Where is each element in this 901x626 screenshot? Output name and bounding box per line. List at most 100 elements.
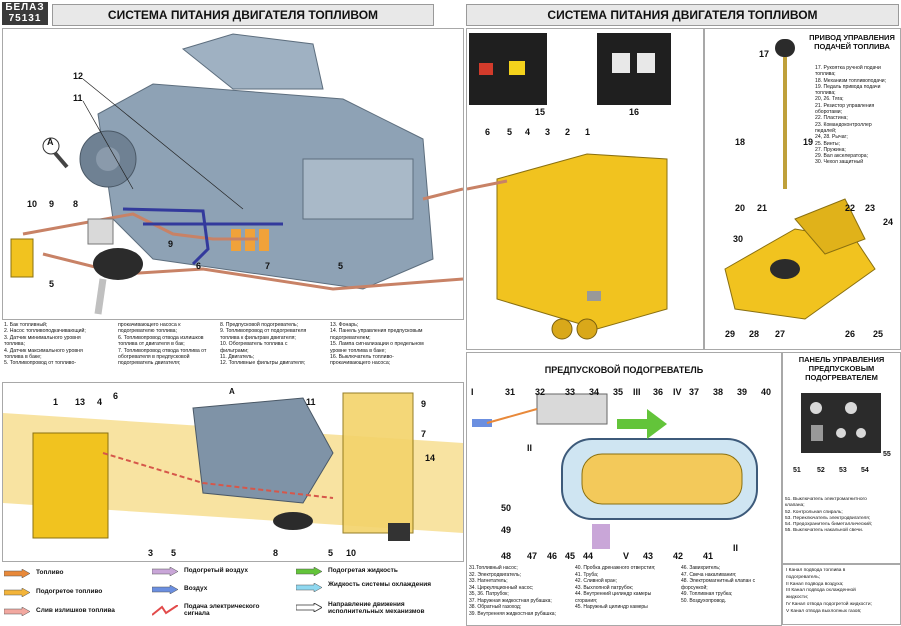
ph-callout-41: 41 bbox=[703, 551, 714, 561]
legend-col-4: 13. Фонарь; 14. Панель управления предпу… bbox=[330, 322, 424, 367]
pump-switch bbox=[637, 53, 655, 73]
drive-illustration bbox=[724, 39, 876, 320]
legend-heated-liquid: Подогретая жидкость bbox=[328, 567, 398, 574]
tank-callout-3: 3 bbox=[545, 127, 551, 137]
drive-panel: ПРИВОД УПРАВЛЕНИЯ ПОДАЧЕЙ ТОПЛИВА 17. Ру… bbox=[704, 28, 901, 350]
callout-5b: 5 bbox=[338, 261, 344, 271]
ph-callout-33: 33 bbox=[565, 387, 576, 397]
right-title: СИСТЕМА ПИТАНИЯ ДВИГАТЕЛЯ ТОПЛИВОМ bbox=[547, 8, 818, 22]
drive-callout-20: 20 bbox=[735, 203, 746, 213]
ph-callout-47: 47 bbox=[527, 551, 538, 561]
lower-callout-5b: 5 bbox=[328, 548, 334, 558]
legend-fuel: Топливо bbox=[36, 569, 64, 576]
exhaust-pipe bbox=[94, 278, 107, 315]
drive-callout-23: 23 bbox=[865, 203, 876, 213]
engine-illustration bbox=[10, 33, 464, 315]
ph-callout-36: 36 bbox=[653, 387, 664, 397]
engine-block bbox=[97, 83, 434, 290]
lower-callout-5: 5 bbox=[171, 548, 177, 558]
cp-callout-55: 55 bbox=[883, 451, 891, 458]
ph-callout-II: II bbox=[733, 543, 739, 553]
ph-callout-48: 48 bbox=[501, 551, 512, 561]
lower-callout-3: 3 bbox=[148, 548, 154, 558]
ph-callout-IV: IV bbox=[673, 387, 682, 397]
cp-callout-51: 51 bbox=[793, 467, 801, 474]
callout-9: 9 bbox=[49, 199, 55, 209]
ph-list-2: 40. Пробка дренажного отверстия; 41. Тру… bbox=[575, 565, 656, 610]
left-title: СИСТЕМА ПИТАНИЯ ДВИГАТЕЛЯ ТОПЛИВОМ bbox=[107, 8, 379, 22]
main-legend: 1. Бак топливный; 2. Насос топливоподкач… bbox=[2, 318, 462, 380]
lower-callout-10: 10 bbox=[346, 548, 357, 558]
belaz-logo: БЕЛАЗ 75131 bbox=[2, 2, 48, 25]
ph-callout-I: I bbox=[471, 387, 474, 397]
combustion-chamber bbox=[581, 453, 743, 505]
lower-callout-8: 8 bbox=[273, 548, 279, 558]
legend-col-3: 8. Предпусковой подогреватель; 9. Топлив… bbox=[220, 322, 307, 367]
drive-items: 17. Рукоятка ручной подачи топлива; 18. … bbox=[815, 65, 887, 166]
left-header: СИСТЕМА ПИТАНИЯ ДВИГАТЕЛЯ ТОПЛИВОМ bbox=[52, 4, 434, 26]
legend-col-1: 1. Бак топливный; 2. Насос топливоподкач… bbox=[4, 322, 86, 367]
ph-callout-32: 32 bbox=[535, 387, 546, 397]
ph-callout-II-b: II bbox=[527, 443, 533, 453]
magnetic-valve-switch bbox=[810, 402, 822, 414]
lower-callout-6: 6 bbox=[113, 391, 119, 401]
cp-callout-54: 54 bbox=[861, 467, 869, 474]
ph-callout-40: 40 bbox=[761, 387, 772, 397]
rear-frame bbox=[342, 392, 414, 534]
tank-callout-4: 4 bbox=[525, 127, 531, 137]
cp-callout-53: 53 bbox=[839, 467, 847, 474]
engine-side bbox=[302, 158, 414, 220]
cp-items: 51. Выключатель электромагнитного клапан… bbox=[785, 497, 873, 534]
ph-callout-37: 37 bbox=[689, 387, 700, 397]
ph-list-4: I Канал подвода топлива в подогреватель;… bbox=[786, 568, 872, 614]
legend-col-2: прокачивающего насоса к подогревателю то… bbox=[118, 322, 207, 367]
fuel-level-lamp bbox=[509, 61, 525, 75]
tank-illustration bbox=[466, 33, 671, 340]
control-panel-illustration bbox=[801, 393, 881, 453]
fuel-line-6 bbox=[122, 207, 210, 266]
lower-callout-7: 7 bbox=[421, 429, 427, 439]
fuel-heater bbox=[10, 238, 34, 278]
engine-panel: 12 11 A 10 9 8 9 6 7 5 5 bbox=[2, 28, 464, 320]
motor-switch bbox=[811, 425, 823, 441]
lower-callout-1: 1 bbox=[53, 397, 59, 407]
heated-liquid-out bbox=[617, 409, 667, 439]
drive-callout-21: 21 bbox=[757, 203, 768, 213]
heated-fuel-arrow bbox=[4, 588, 30, 597]
ph-callout-46: 46 bbox=[547, 551, 558, 561]
drive-callout-28: 28 bbox=[749, 329, 760, 339]
exhaust-outlet bbox=[592, 524, 610, 549]
heated-liquid-arrow bbox=[296, 567, 322, 576]
tank-callout-2: 2 bbox=[565, 127, 571, 137]
ph-callout-44: 44 bbox=[583, 551, 594, 561]
callout-6: 6 bbox=[196, 261, 202, 271]
truck-frame-illustration bbox=[3, 392, 463, 541]
lower-callout-11: 11 bbox=[306, 397, 316, 407]
heated-air-arrow bbox=[152, 567, 178, 576]
ph-callout-39: 39 bbox=[737, 387, 748, 397]
legend-excess: Слив излишков топлива bbox=[36, 607, 115, 614]
drive-callout-27: 27 bbox=[775, 329, 786, 339]
drive-title: ПРИВОД УПРАВЛЕНИЯ ПОДАЧЕЙ ТОПЛИВА bbox=[809, 33, 895, 51]
tank-panel: 15 16 6 5 4 3 2 1 bbox=[466, 28, 704, 350]
callout-10: 10 bbox=[27, 199, 38, 209]
control-spiral bbox=[836, 428, 846, 438]
tank-callout-1: 1 bbox=[585, 127, 591, 137]
drive-callout-24: 24 bbox=[883, 217, 894, 227]
callout-11: 11 bbox=[73, 93, 83, 103]
drive-callout-26: 26 bbox=[845, 329, 856, 339]
legend-heated-air: Подогретый воздух bbox=[184, 567, 248, 574]
preheater-title: ПРЕДПУСКОВОЙ ПОДОГРЕВАТЕЛЬ bbox=[544, 365, 704, 375]
ph-callout-III: III bbox=[633, 387, 641, 397]
fuel-filter-3 bbox=[259, 229, 269, 251]
ph-callout-38: 38 bbox=[713, 387, 724, 397]
legend-electric: Подача электрического сигнала bbox=[184, 603, 260, 617]
hand-lever bbox=[775, 39, 795, 57]
fuel-pump bbox=[587, 291, 601, 301]
ph-callout-35: 35 bbox=[613, 387, 624, 397]
electric-motor bbox=[536, 393, 608, 425]
drive-callout-29: 29 bbox=[725, 329, 736, 339]
legend-air: Воздух bbox=[184, 585, 208, 592]
drive-callout-30: 30 bbox=[733, 234, 744, 244]
lower-callout-14: 14 bbox=[425, 453, 436, 463]
